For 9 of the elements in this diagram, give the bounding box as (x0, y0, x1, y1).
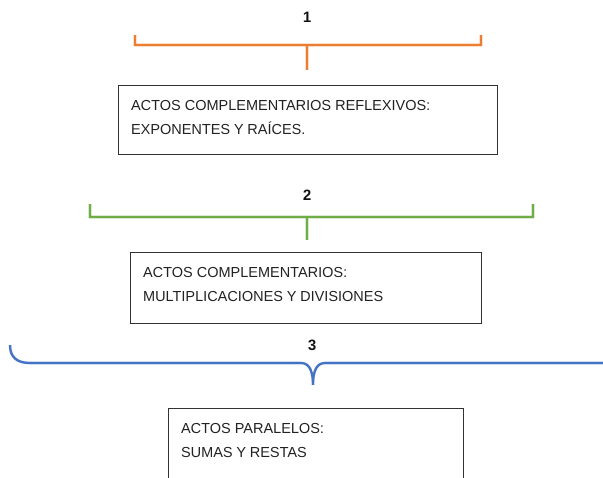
text-box (118, 85, 498, 155)
step-number: 3 (308, 337, 316, 354)
box-text: ACTOS PARALELOS: SUMAS Y RESTAS (181, 420, 325, 463)
text-box (168, 408, 464, 478)
text-box (130, 252, 482, 324)
step-number: 2 (302, 187, 312, 204)
box-text: ACTOS COMPLEMENTARIOS REFLEXIVOS: EXPONENTES Y RAÍCES. (131, 97, 432, 140)
box-text: ACTOS COMPLEMENTARIOS: MULTIPLICACIONES Y DIVISIONES (143, 264, 384, 307)
step-number: 1 (302, 9, 312, 26)
